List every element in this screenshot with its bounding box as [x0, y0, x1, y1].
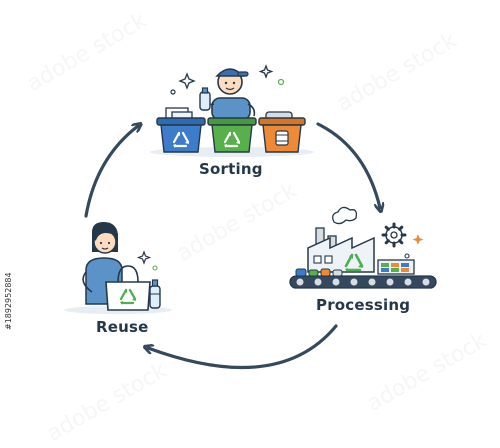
- arrow-sorting-to-processing: [316, 122, 380, 208]
- processing-illustration: [289, 206, 437, 289]
- orange-bin: [258, 117, 306, 153]
- recycle-icon: [223, 131, 241, 148]
- sparkle-icon: [170, 64, 285, 95]
- stage-label-sorting: Sorting: [199, 160, 263, 178]
- green-bin: [207, 117, 257, 153]
- tote-bag-icon: [105, 265, 151, 311]
- stage-label-processing: Processing: [316, 296, 411, 314]
- worker-figure: [199, 68, 256, 121]
- conveyor-belt-icon: [289, 268, 437, 289]
- gear-icon: [381, 222, 407, 248]
- arrow-processing-to-reuse: [148, 324, 338, 370]
- sorting-illustration: [150, 64, 314, 157]
- reuse-illustration: [64, 222, 172, 314]
- sparkle-icon: [412, 234, 424, 245]
- plastic-bottle-icon: [149, 279, 161, 309]
- recycle-icon: [344, 253, 364, 272]
- recycle-icon: [172, 131, 190, 148]
- can-icon: [275, 130, 289, 146]
- factory-icon: [307, 236, 375, 273]
- recycle-icon: [119, 288, 137, 305]
- blue-bin: [156, 117, 206, 153]
- plastic-bottle-icon: [199, 87, 211, 111]
- sparkle-icon: [136, 250, 152, 265]
- stock-id-text: #1892952884: [4, 272, 13, 330]
- arrow-reuse-to-sorting: [84, 126, 138, 218]
- stage-label-reuse: Reuse: [96, 318, 149, 336]
